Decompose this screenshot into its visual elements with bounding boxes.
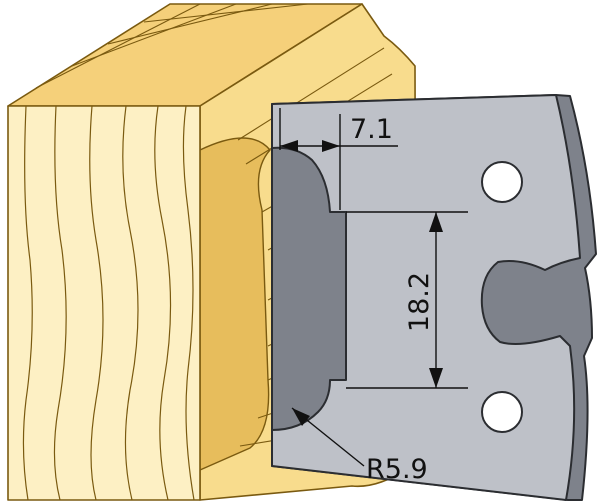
dim-height-label: 18.2 — [404, 272, 435, 332]
wood-grain — [22, 105, 195, 501]
bolt-hole-lower — [481, 391, 523, 433]
dim-height-arrow-top — [429, 212, 443, 232]
dim-radius-arrow — [292, 408, 310, 426]
bolt-hole-upper — [481, 161, 523, 203]
dim-depth-arrow-left — [280, 140, 298, 152]
wood-front-face — [7, 105, 201, 501]
dim-depth-arrow-right — [322, 140, 340, 152]
wood-molding-profile — [199, 137, 271, 471]
wood-top-grain — [35, 3, 309, 89]
dim-height-arrow-bottom — [429, 368, 443, 388]
dimension-annotations — [279, 108, 468, 467]
dim-depth-label: 7.1 — [350, 114, 393, 145]
steel-knife — [271, 94, 597, 501]
dim-radius-label: R5.9 — [366, 454, 428, 485]
